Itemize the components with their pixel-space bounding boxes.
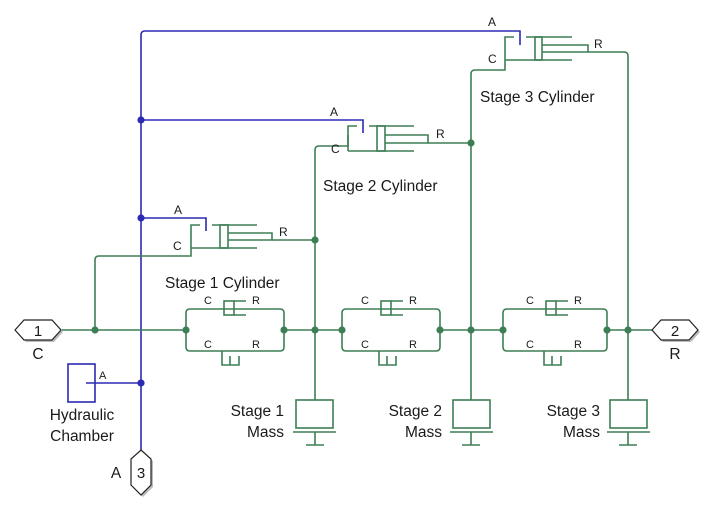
hydraulic-junction (137, 379, 145, 387)
port-label-c: C (526, 339, 534, 351)
hydraulic-junction (137, 214, 145, 222)
stage2-hardstop-block[interactable]: C R C R (338, 295, 444, 366)
stage1-mass-block[interactable]: Stage 1 Mass (231, 399, 336, 446)
port-label-c: C (331, 142, 340, 156)
port-label: C (32, 346, 43, 363)
stage1-cylinder-label: Stage 1 Cylinder (165, 275, 280, 292)
stage2-cylinder-label: Stage 2 Cylinder (323, 178, 438, 195)
port-label-r: R (574, 295, 582, 307)
hydraulic-junction (137, 116, 145, 124)
port-label-c: C (204, 339, 212, 351)
stage2-cylinder-block[interactable]: A C R Stage 2 Cylinder (323, 105, 445, 195)
port-label-c: C (204, 295, 212, 307)
stage3-cylinder-label: Stage 3 Cylinder (480, 89, 595, 106)
mass-label-line1: Stage 2 (389, 403, 442, 420)
wire-stage3-c[interactable] (470, 60, 506, 75)
junction (311, 326, 319, 334)
mass-label-line2: Mass (563, 424, 600, 441)
port-label-r: R (436, 127, 445, 141)
chamber-label-line1: Hydraulic (50, 407, 115, 424)
hydraulic-branch-stage1[interactable] (141, 217, 207, 231)
port-2[interactable]: 2 R (651, 319, 700, 363)
junction (91, 326, 99, 334)
port-label-a: A (488, 15, 496, 29)
port-label-c: C (526, 295, 534, 307)
stage3-hardstop-block[interactable]: C R C R (499, 295, 611, 366)
port-label: A (111, 465, 122, 482)
wire-stage2-c[interactable] (314, 135, 349, 151)
stage2-mass-block[interactable]: Stage 2 Mass (389, 399, 493, 446)
port-label-a: A (330, 105, 338, 119)
chamber-label-line2: Chamber (50, 428, 114, 445)
port-label-c: C (361, 339, 369, 351)
port-label-c: C (488, 52, 497, 66)
port-label-r: R (252, 339, 260, 351)
junction (467, 326, 475, 334)
mechanical-network (62, 51, 652, 400)
port-label-r: R (252, 295, 260, 307)
hydraulic-network (86, 30, 521, 450)
port-3[interactable]: 3 A (111, 449, 153, 497)
mass-label-line1: Stage 1 (231, 403, 284, 420)
port-label-r: R (574, 339, 582, 351)
port-number: 3 (137, 465, 145, 482)
port-label-r: R (594, 37, 603, 51)
junction (311, 236, 319, 244)
port-number: 2 (671, 323, 679, 340)
hydraulic-chamber-block[interactable]: A Hydraulic Chamber (50, 363, 115, 445)
port-label-r: R (409, 339, 417, 351)
wire-stage3-r[interactable] (588, 51, 629, 400)
hydraulic-branch-stage2[interactable] (141, 119, 364, 133)
mass-label-line2: Mass (405, 424, 442, 441)
port-1[interactable]: 1 C (14, 319, 63, 363)
wire-stage1-c[interactable] (94, 248, 192, 330)
stage3-cylinder-block[interactable]: A C R Stage 3 Cylinder (480, 15, 603, 106)
port-number: 1 (34, 323, 42, 340)
stage3-mass-block[interactable]: Stage 3 Mass (547, 399, 650, 446)
port-label-a: A (174, 203, 182, 217)
port-label-r: R (279, 225, 288, 239)
port-label-r: R (409, 295, 417, 307)
stage1-hardstop-block[interactable]: C R C R (182, 295, 288, 366)
port-label-a: A (99, 370, 107, 382)
port-label-c: C (361, 295, 369, 307)
junction (467, 139, 475, 147)
port-label: R (669, 346, 680, 363)
hydraulic-bus[interactable] (140, 30, 521, 450)
mass-label-line1: Stage 3 (547, 403, 600, 420)
junction (624, 326, 632, 334)
stage1-cylinder-block[interactable]: A C R Stage 1 Cylinder (165, 203, 288, 292)
port-label-c: C (173, 239, 182, 253)
mass-label-line2: Mass (247, 424, 284, 441)
